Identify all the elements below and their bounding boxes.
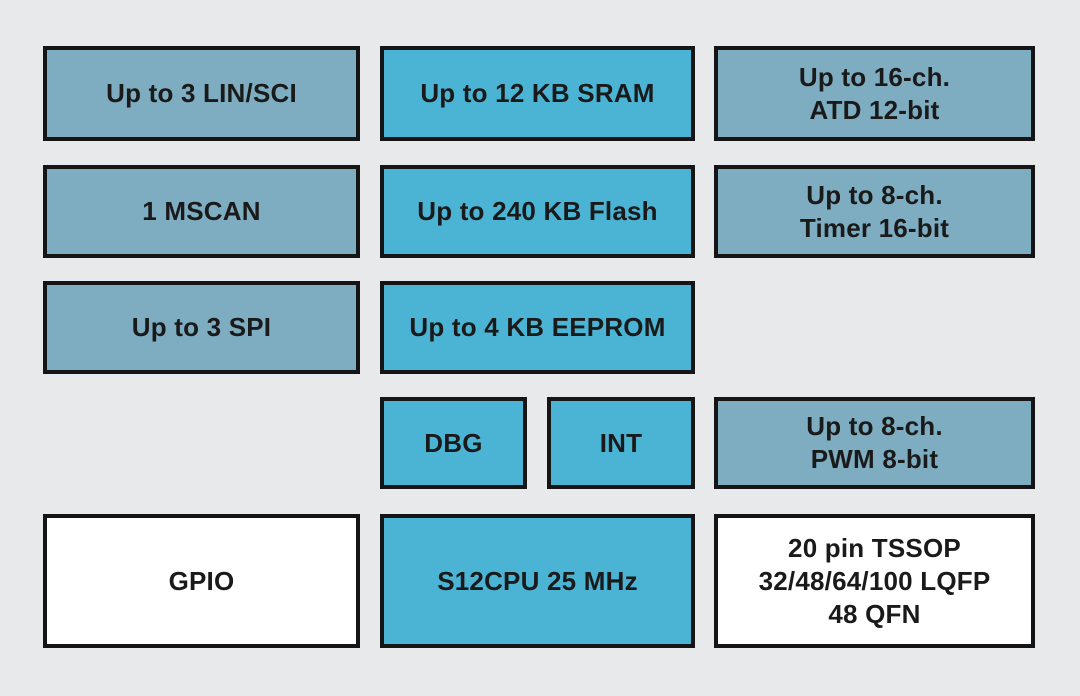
block-s12cpu: S12CPU 25 MHz [380,514,695,648]
block-label: Up to 240 KB Flash [417,196,658,226]
block-label-line1: 20 pin TSSOP [788,532,961,563]
block-timer: Up to 8-ch. Timer 16-bit [714,165,1035,258]
block-label-line2: PWM 8-bit [810,444,939,474]
block-sram: Up to 12 KB SRAM [380,46,695,141]
block-label: Up to 3 SPI [131,312,272,342]
block-label-line2: ATD 12-bit [809,94,940,125]
block-label-line3: 48 QFN [828,598,921,629]
block-gpio: GPIO [43,514,360,648]
block-label-line2: Timer 16-bit [799,212,950,243]
block-label: Up to 12 KB SRAM [420,78,655,108]
block-flash: Up to 240 KB Flash [380,165,695,258]
block-label: 1 MSCAN [142,196,261,226]
block-label-line1: Up to 8-ch. [806,411,943,441]
block-lin-sci: Up to 3 LIN/SCI [43,46,360,141]
block-label: S12CPU 25 MHz [437,565,638,596]
block-label-line1: Up to 8-ch. [806,179,943,210]
block-dbg: DBG [380,397,527,489]
block-label-line2: 32/48/64/100 LQFP [758,565,991,596]
block-label: INT [599,427,643,458]
block-package-options: 20 pin TSSOP 32/48/64/100 LQFP 48 QFN [714,514,1035,648]
block-atd: Up to 16-ch. ATD 12-bit [714,46,1035,141]
block-label: GPIO [168,565,235,596]
block-pwm: Up to 8-ch. PWM 8-bit [714,397,1035,489]
block-eeprom: Up to 4 KB EEPROM [380,281,695,374]
block-label-line1: Up to 16-ch. [798,61,951,92]
block-int: INT [547,397,695,489]
block-label: Up to 3 LIN/SCI [106,78,297,108]
block-mscan: 1 MSCAN [43,165,360,258]
block-spi: Up to 3 SPI [43,281,360,374]
block-label: DBG [424,427,483,458]
block-label: Up to 4 KB EEPROM [409,312,666,342]
